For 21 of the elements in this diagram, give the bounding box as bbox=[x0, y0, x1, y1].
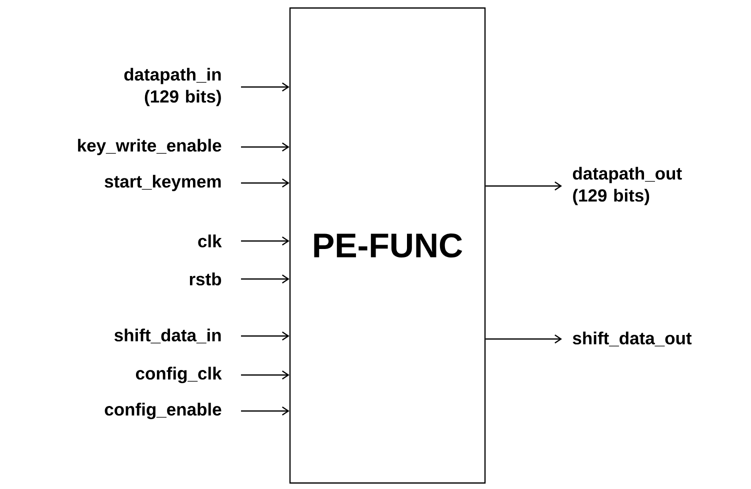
arrow bbox=[241, 370, 290, 380]
arrow bbox=[241, 274, 290, 284]
block-box: PE-FUNC bbox=[289, 7, 486, 484]
signal-label: shift_data_in bbox=[114, 328, 221, 344]
signal-label: config_clk bbox=[136, 366, 222, 384]
signal-label: config_enable bbox=[104, 402, 222, 420]
signal-label: shift_data_out bbox=[572, 332, 692, 346]
arrow bbox=[241, 82, 290, 92]
arrow bbox=[241, 178, 290, 188]
arrow bbox=[241, 142, 290, 152]
signal-label: key_write_enable bbox=[78, 138, 222, 156]
arrow bbox=[486, 182, 562, 190]
arrow bbox=[486, 334, 562, 344]
signal-label: clk bbox=[198, 234, 222, 248]
signal-label: datapath_in (129 bits) bbox=[124, 68, 221, 106]
signal-label: start_keymem bbox=[104, 174, 221, 192]
signal-label: datapath_out (129 bits) bbox=[572, 166, 682, 206]
signal-label: rstb bbox=[190, 272, 222, 286]
arrow bbox=[241, 236, 290, 246]
arrow bbox=[241, 331, 290, 340]
arrow bbox=[241, 406, 290, 416]
